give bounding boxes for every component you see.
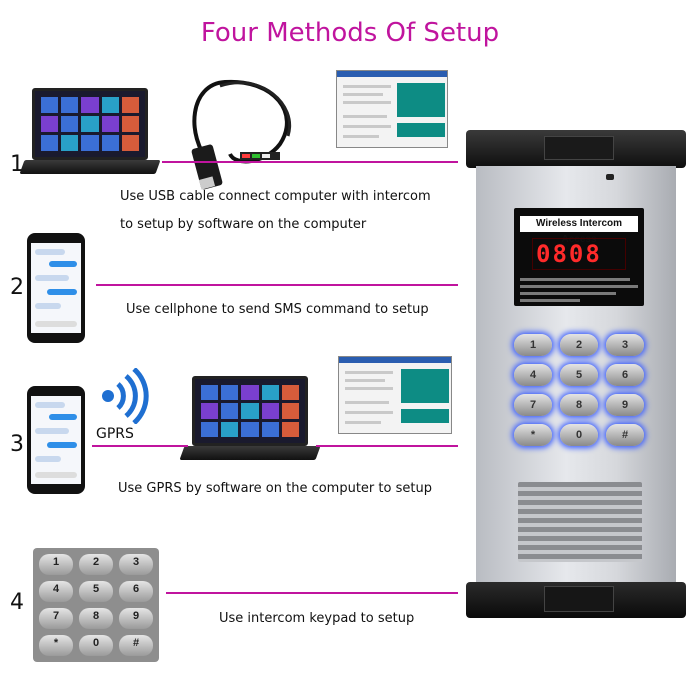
device-key: 1 — [514, 334, 552, 356]
device-panel-title: Wireless Intercom Access — [520, 216, 638, 245]
keypad-key: 9 — [119, 608, 153, 629]
keypad-key: 3 — [119, 554, 153, 575]
device-key: 8 — [560, 394, 598, 416]
device-top-cap — [466, 130, 686, 168]
smartphone-icon — [27, 386, 85, 494]
device-display-panel: Wireless Intercom Access 0808 — [514, 208, 644, 306]
keypad-key: 7 — [39, 608, 73, 629]
keypad-key: 6 — [119, 581, 153, 602]
keypad-key: 4 — [39, 581, 73, 602]
method-3-number: 3 — [10, 432, 24, 457]
method-1-caption-line2: to setup by software on the computer — [120, 217, 367, 232]
method-3-connector-line-right — [316, 445, 458, 447]
device-key: * — [514, 424, 552, 446]
device-bottom-cap — [466, 582, 686, 618]
method-1-caption-line1: Use USB cable connect computer with inte… — [120, 189, 431, 204]
device-key: 7 — [514, 394, 552, 416]
device-key: 2 — [560, 334, 598, 356]
keypad-key: 0 — [79, 635, 113, 656]
device-key: 4 — [514, 364, 552, 386]
laptop-icon — [19, 88, 161, 186]
method-3-connector-line-left — [92, 445, 188, 447]
method-1-connector-line — [162, 161, 458, 163]
keypad-key: 8 — [79, 608, 113, 629]
device-led-display: 0808 — [536, 240, 602, 268]
device-key: # — [606, 424, 644, 446]
device-key: 6 — [606, 364, 644, 386]
device-key: 5 — [560, 364, 598, 386]
device-key: 0 — [560, 424, 598, 446]
method-4-connector-line — [166, 592, 458, 594]
wireless-signal-icon — [102, 368, 149, 424]
intercom-device: Wireless Intercom Access 0808 1 2 3 4 5 … — [466, 130, 686, 618]
method-3-caption: Use GPRS by software on the computer to … — [118, 481, 432, 496]
keypad-key: 5 — [79, 581, 113, 602]
software-window-icon — [338, 356, 452, 434]
device-speaker-grille — [518, 482, 642, 562]
device-key: 3 — [606, 334, 644, 356]
keypad-icon: 1 2 3 4 5 6 7 8 9 * 0 # — [33, 548, 159, 662]
method-4-number: 4 — [10, 590, 24, 615]
software-window-icon — [336, 70, 448, 148]
keypad-key: # — [119, 635, 153, 656]
method-2-number: 2 — [10, 275, 24, 300]
smartphone-icon — [27, 233, 85, 343]
laptop-icon — [179, 376, 321, 472]
page-title: Four Methods Of Setup — [200, 18, 500, 48]
keypad-key: * — [39, 635, 73, 656]
keypad-key: 1 — [39, 554, 73, 575]
method-2-connector-line — [96, 284, 458, 286]
keypad-key: 2 — [79, 554, 113, 575]
method-2-caption: Use cellphone to send SMS command to set… — [126, 302, 429, 317]
gprs-label: GPRS — [96, 426, 134, 442]
device-indicator-light — [606, 174, 614, 180]
method-4-caption: Use intercom keypad to setup — [219, 611, 415, 626]
device-key: 9 — [606, 394, 644, 416]
device-keypad: 1 2 3 4 5 6 7 8 9 * 0 # — [514, 334, 644, 446]
usb-cable-icon — [191, 79, 292, 190]
